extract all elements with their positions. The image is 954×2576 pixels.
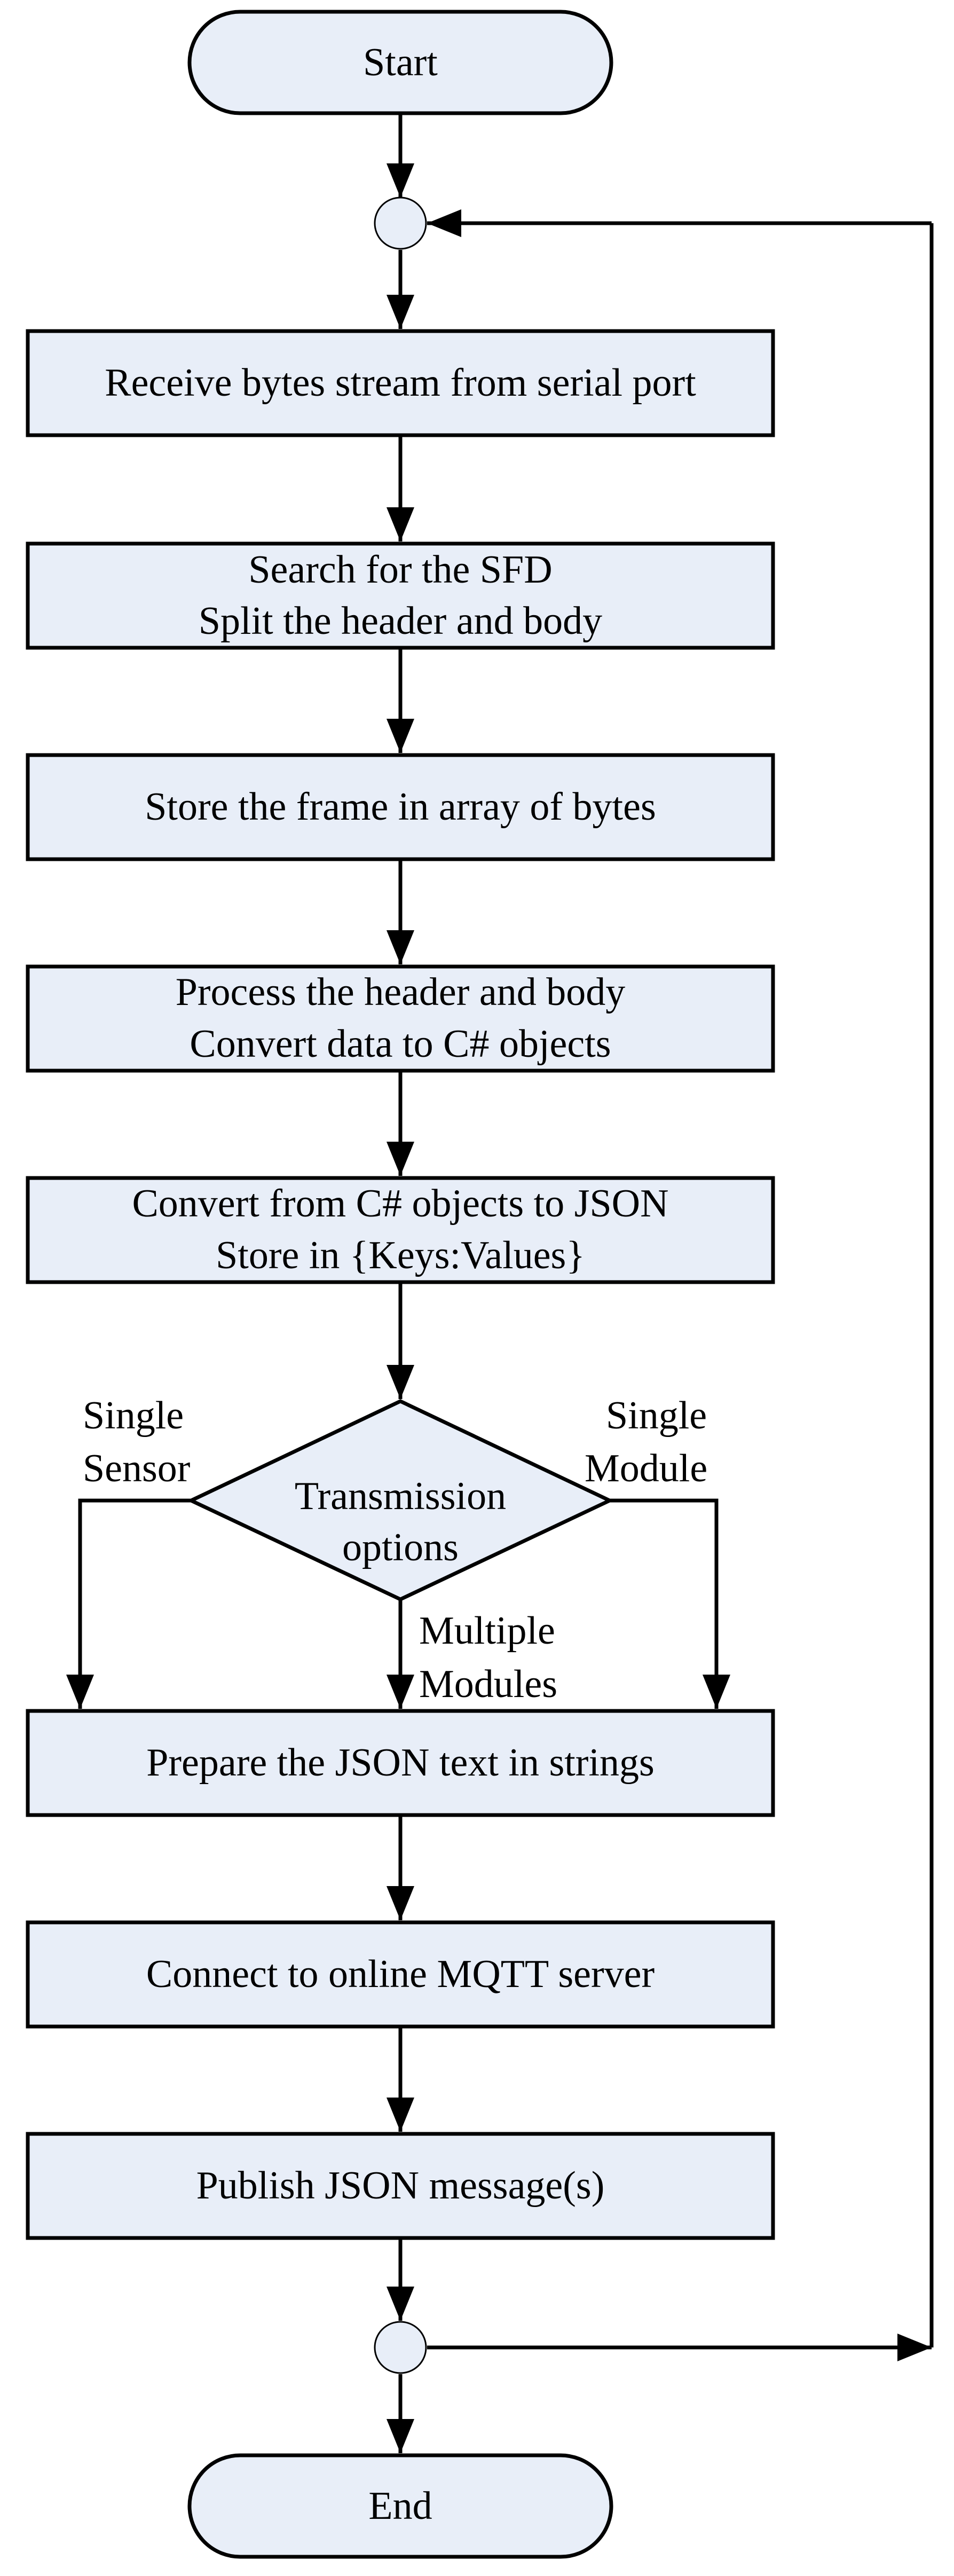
option-right-line-1: Single <box>606 1394 707 1438</box>
step-process: Process the header and body Convert data… <box>26 964 775 1073</box>
edge-decision-left <box>66 1498 191 1709</box>
step-search: Search for the SFD Split the header and … <box>26 541 775 650</box>
step-receive-line-1: Receive bytes stream from serial port <box>105 361 696 405</box>
step-prepare-line-1: Prepare the JSON text in strings <box>146 1741 655 1785</box>
decision-diamond <box>186 1399 614 1601</box>
option-left-line-1: Single <box>83 1394 184 1438</box>
option-middle-line-2: Modules <box>419 1662 557 1706</box>
option-middle-line-1: Multiple <box>419 1609 555 1653</box>
decision-line-1: Transmission <box>295 1474 506 1518</box>
step-store: Store the frame in array of bytes <box>26 753 775 861</box>
step-publish-box <box>26 2132 775 2240</box>
step-search-line-2: Split the header and body <box>199 599 602 643</box>
step-convert-line-2: Store in {Keys:Values} <box>216 1234 585 1277</box>
step-publish-line-1: Publish JSON message(s) <box>196 2164 605 2208</box>
decision-line-2: options <box>342 1526 459 1569</box>
step-connect-box <box>26 1920 775 2029</box>
decision-transmission-options: Transmission options <box>186 1399 614 1601</box>
option-left-line-2: Sensor <box>83 1447 190 1490</box>
step-receive: Receive bytes stream from serial port <box>26 329 775 437</box>
step-convert-line-1: Convert from C# objects to JSON <box>132 1182 668 1226</box>
option-right-line-2: Module <box>585 1447 707 1490</box>
step-connect-line-1: Connect to online MQTT server <box>146 1952 655 1996</box>
step-search-line-1: Search for the SFD <box>248 548 552 592</box>
step-convert-box <box>26 1176 775 1284</box>
step-search-box <box>26 541 775 650</box>
step-receive-box <box>26 329 775 437</box>
step-prepare: Prepare the JSON text in strings <box>26 1709 775 1817</box>
start-terminal <box>187 10 613 115</box>
end-label: End <box>368 2484 432 2528</box>
step-process-line-2: Convert data to C# objects <box>190 1022 611 1066</box>
step-publish: Publish JSON message(s) <box>26 2132 775 2240</box>
step-process-box <box>26 964 775 1073</box>
step-process-line-1: Process the header and body <box>176 970 626 1014</box>
step-store-box <box>26 753 775 861</box>
step-convert: Convert from C# objects to JSON Store in… <box>26 1176 775 1284</box>
edges <box>66 115 934 2453</box>
start-label: Start <box>363 41 438 84</box>
step-store-line-1: Store the frame in array of bytes <box>145 785 656 829</box>
merge-connector <box>374 197 427 250</box>
end-terminal <box>187 2453 613 2559</box>
split-connector <box>374 2321 427 2374</box>
edge-decision-right <box>610 1498 730 1709</box>
step-prepare-box <box>26 1709 775 1817</box>
step-connect: Connect to online MQTT server <box>26 1920 775 2029</box>
